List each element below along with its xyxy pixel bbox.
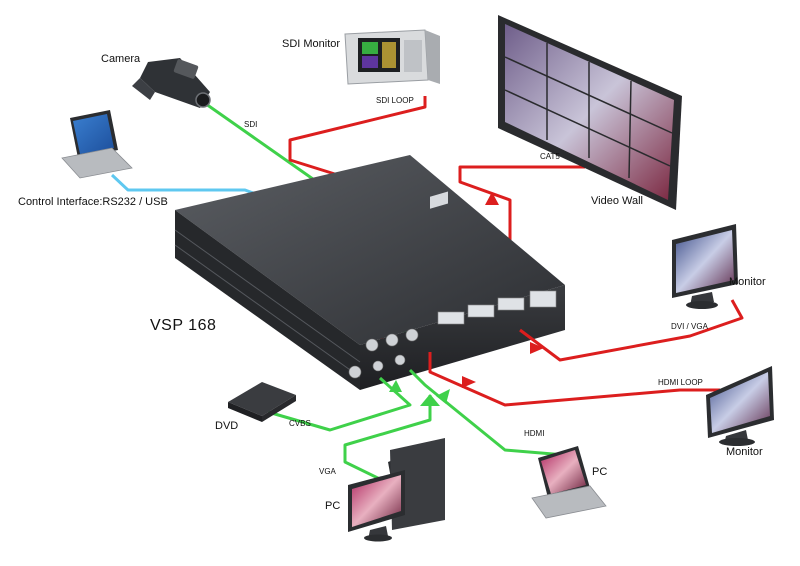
cvbs-connection-label: CVBS <box>289 419 311 428</box>
vsp-168-device <box>174 155 565 390</box>
hdmi-loop-cable <box>428 352 720 407</box>
sdi-loop-connection-label: SDI LOOP <box>376 96 414 105</box>
hdmi-connection-label: HDMI <box>524 429 545 438</box>
video-wall-label: Video Wall <box>591 195 643 207</box>
hdmi-arrow-icon <box>436 389 450 404</box>
vga-connection-label: VGA <box>319 467 336 476</box>
dvi-vga-arrow-icon <box>530 342 544 354</box>
dvi-vga-cable <box>519 299 744 362</box>
vga-arrow-icon <box>420 394 440 406</box>
sdi-connection-label: SDI <box>244 120 258 129</box>
dvd-label: DVD <box>215 420 239 432</box>
device-title: VSP 168 <box>150 317 217 334</box>
camera-label: Camera <box>101 53 141 65</box>
sdi-monitor-icon <box>344 29 440 85</box>
cvbs-arrow-icon <box>389 380 402 392</box>
cat5-connection-label: CAT5 <box>540 152 560 161</box>
monitor-top-label: Monitor <box>729 276 766 288</box>
cat5-arrow-icon <box>485 192 499 205</box>
camera-icon <box>132 58 211 108</box>
monitor-top-icon <box>672 224 738 309</box>
control-laptop-icon <box>61 110 133 179</box>
sdi-monitor-label: SDI Monitor <box>282 38 341 50</box>
pc-right-icon <box>531 446 607 519</box>
hdmi-loop-arrow-icon <box>462 376 476 388</box>
dvi-vga-connection-label: DVI / VGA <box>671 322 708 331</box>
vga-cable <box>343 395 432 482</box>
pc-left-icon <box>348 438 445 542</box>
video-wall-icon <box>498 15 682 210</box>
monitor-bottom-label: Monitor <box>726 446 763 458</box>
control-interface-label: Control Interface:RS232 / USB <box>18 196 168 208</box>
dvd-player-icon <box>228 382 296 422</box>
monitor-bottom-icon <box>706 366 774 446</box>
hdmi-cable <box>408 368 566 457</box>
pc-left-label: PC <box>325 500 341 512</box>
hdmi-loop-connection-label: HDMI LOOP <box>658 378 703 387</box>
pc-right-label: PC <box>592 466 608 478</box>
